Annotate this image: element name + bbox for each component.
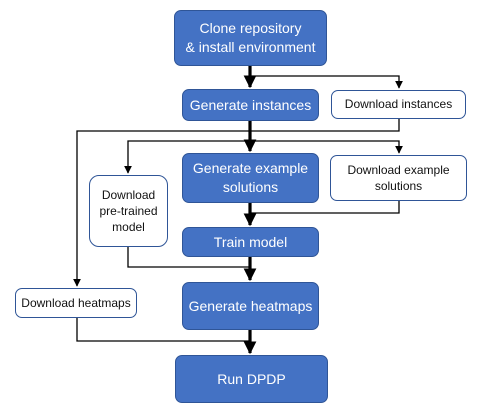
node-download-instances: Download instances — [331, 90, 466, 119]
node-generate-example-solutions: Generate example solutions — [182, 153, 319, 203]
node-clone-repository: Clone repository & install environment — [174, 10, 327, 66]
node-train-model: Train model — [182, 227, 319, 257]
edge-generate-instances-to-download-pretrained — [124, 140, 250, 174]
node-download-heatmaps: Download heatmaps — [15, 288, 137, 318]
edge-clone-to-download-instances — [250, 75, 403, 89]
edge-download-instances-to-generate-example-solutions — [250, 119, 400, 132]
node-generate-instances: Generate instances — [182, 89, 319, 121]
edge-download-heatmaps-to-run-dpdp — [76, 318, 250, 342]
edge-download-pretrained-to-generate-heatmaps — [127, 247, 250, 268]
node-generate-heatmaps: Generate heatmaps — [182, 282, 319, 330]
node-download-pretrained-model: Download pre-trained model — [89, 175, 168, 247]
edge-download-example-solutions-to-train-model — [250, 201, 400, 214]
edge-generate-instances-to-download-heatmaps — [73, 130, 250, 287]
node-download-example-solutions: Download example solutions — [330, 155, 467, 201]
node-run-dpdp: Run DPDP — [175, 355, 328, 403]
edge-generate-instances-to-download-example-solutions — [250, 140, 403, 154]
